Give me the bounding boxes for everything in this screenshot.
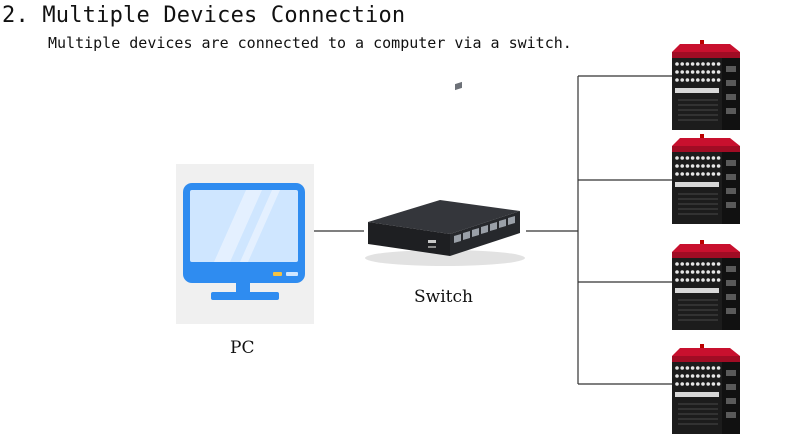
connection-lines (314, 75, 672, 385)
switch-ports (454, 216, 515, 243)
switch-label: Switch (414, 287, 473, 307)
section-description: Multiple devices are connected to a comp… (48, 34, 572, 52)
device-1-icon (672, 40, 740, 130)
pc-label: PC (230, 338, 255, 358)
network-switch-icon (365, 81, 525, 266)
section-heading: 2. Multiple Devices Connection (2, 2, 405, 30)
pc-monitor-icon (176, 164, 314, 324)
device-2-icon (672, 134, 740, 224)
section-number: 2. (2, 3, 29, 28)
section-title: Multiple Devices Connection (42, 3, 406, 28)
device-3-icon (672, 240, 740, 330)
device-4-icon (672, 344, 740, 434)
